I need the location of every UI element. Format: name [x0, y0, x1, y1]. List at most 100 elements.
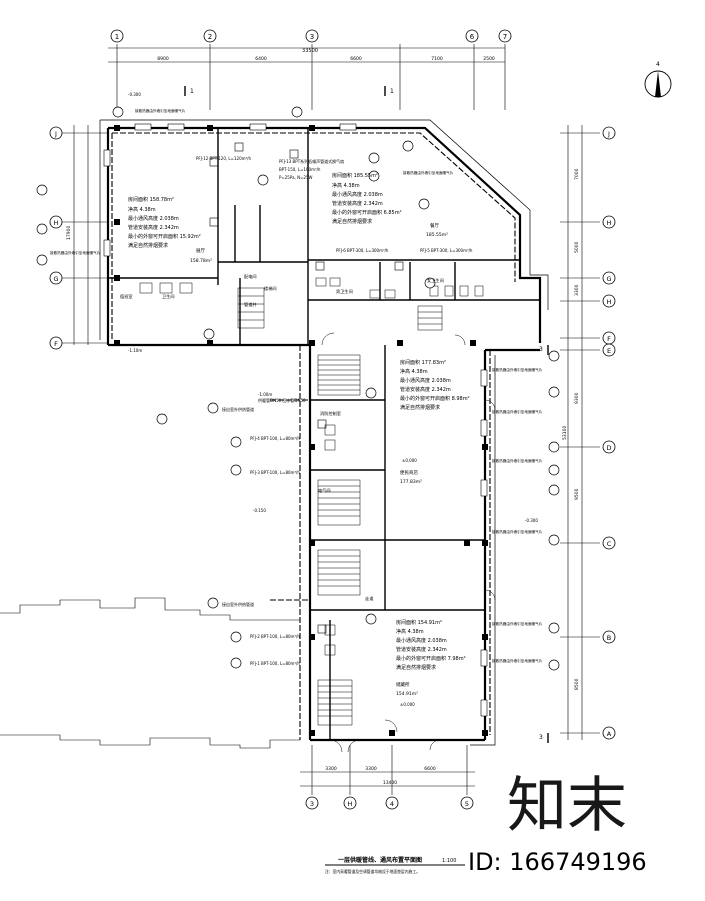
- small-room-7: 值班室: [120, 293, 133, 300]
- small-room-9: 管道井: [244, 301, 257, 308]
- small-room-labels: 男卫生间 女卫生间 配电间 楼梯间 电气间 消防控制室 值班室 走道 管道井 卫…: [120, 273, 444, 602]
- north-marker: 4: [656, 61, 660, 68]
- structural-columns: [114, 125, 488, 736]
- equip-16: -1.10m: [128, 348, 142, 353]
- pipe-note-1: 接散热器由外墙引至地面暖气片: [135, 108, 186, 113]
- room-r4-line-5: 最小的外窗可开启面积 7.98m²: [396, 655, 466, 662]
- axis-top-2: 2: [208, 33, 212, 41]
- room-r2-line-6: 满足自然排烟要求: [332, 218, 372, 225]
- axis-right-B: B: [607, 634, 611, 642]
- room-r2-area: 185.55m²: [426, 232, 448, 238]
- axis-right-F: F: [607, 335, 611, 343]
- section-marker-left: 1: [190, 88, 194, 95]
- equip-11: 供暖管DN50 回水管DN50: [258, 397, 306, 403]
- watermark-brand: 知末: [507, 771, 627, 841]
- equip-18: 接自室外供热管道: [222, 601, 254, 607]
- axis-bottom-3: 3: [310, 800, 314, 808]
- right-span-6: 8500: [574, 678, 580, 690]
- right-dimension-chain: [560, 125, 600, 740]
- exhaust-fan-icons: [209, 142, 404, 634]
- room-r2-line-4: 管道安装高度 2.342m: [332, 200, 383, 207]
- equip-7: PFJ-4 BPT-100, L=80m³/h: [250, 436, 300, 441]
- building-offset-outline: [99, 119, 549, 746]
- axis-right-C: C: [607, 540, 612, 548]
- left-axis-bubbles: [49, 126, 63, 350]
- axis-top-1: 1: [115, 33, 119, 41]
- pipe-note-4: 接散热器由外墙引至地面暖气片: [492, 409, 543, 414]
- section-marker-east-2: 3: [539, 734, 543, 741]
- room-r3-line-6: 满足自然排烟要求: [400, 404, 440, 411]
- adjacent-building-outline: [0, 597, 300, 749]
- equip-3: P=25Pa, N=25W: [279, 175, 313, 180]
- axis-right-H2: H: [607, 298, 612, 306]
- bottom-dimension-chain: [300, 745, 475, 795]
- heating-pipe-lines: [111, 132, 516, 740]
- top-span-3: 6600: [350, 56, 362, 62]
- small-room-3: 配电间: [244, 273, 257, 280]
- room-r2-line-1: 房间面积 185.55m²: [332, 172, 378, 179]
- right-span-4: 9300: [574, 392, 580, 404]
- room-r2-line-2: 净高 4.38m: [332, 182, 360, 189]
- door-swing-icons: [321, 332, 496, 753]
- room-r1-line-2: 净高 4.38m: [128, 206, 156, 213]
- room-r4-line-2: 净高 4.38m: [396, 628, 424, 635]
- room-r1-line-4: 管道安装高度 2.342m: [128, 224, 179, 231]
- small-room-8: 走道: [365, 595, 374, 602]
- room-r1-line-6: 满足自然排烟要求: [128, 242, 168, 249]
- detail-callout-icons: [36, 106, 560, 671]
- room-r1-label: 房间面积 158.78m² 净高 4.38m 最小通风高度 2.038m 管道安…: [128, 196, 212, 264]
- equip-17: -1.00m: [258, 392, 272, 397]
- section-marker-right-top: 1: [390, 88, 394, 95]
- top-span-2: 6400: [255, 56, 267, 62]
- pipe-note-labels: 接散热器由外墙引至地面暖气片 接散热器由外墙引至地面暖气片 接散热器由外墙引至地…: [50, 108, 543, 663]
- top-span-1: 8900: [157, 56, 169, 62]
- axis-right-E: E: [607, 347, 611, 355]
- axis-bottom-5: 5: [465, 800, 469, 808]
- radiator-icons: [103, 123, 488, 717]
- equip-15: -0.150: [253, 508, 266, 513]
- axis-right-D: D: [606, 444, 611, 452]
- room-r4-line-4: 管道安装高度 2.342m: [396, 646, 447, 653]
- equip-9: PFJ-2 BPT-100, L=80m³/h: [250, 634, 300, 639]
- room-r1-area: 158.78m²: [190, 258, 212, 264]
- room-r4-area: 154.91m²: [396, 691, 418, 697]
- small-room-10: 卫生间: [162, 293, 175, 300]
- watermark-id: ID: 166749196: [468, 848, 647, 876]
- stair-icon: [237, 287, 443, 726]
- plan-note: 注：室内采暖管道及空调管道均暗设于地面垫层内施工。: [325, 869, 420, 874]
- right-axis-bubbles: [602, 126, 616, 740]
- equip-5: PFJ-6 BPT-300, L=300m³/h: [336, 248, 389, 253]
- total-dimension-top: 33500: [302, 48, 318, 54]
- axis-right-G: G: [606, 275, 611, 283]
- left-total-dim: 17900: [66, 226, 72, 240]
- small-room-6: 消防控制室: [320, 410, 341, 417]
- bottom-span-1: 3300: [325, 766, 337, 772]
- room-r3-name: 便民商店: [400, 469, 418, 476]
- right-span-2: 5000: [574, 241, 580, 253]
- equip-6: PFJ-5 BPT-300, L=300m³/h: [420, 248, 473, 253]
- title-block: 一层供暖管线、通风布置平面图 1:100 注：室内采暖管道及空调管道均暗设于地面…: [325, 856, 465, 874]
- plan-title: 一层供暖管线、通风布置平面图: [338, 856, 422, 864]
- pipe-note-6: 接散热器由外墙引至地面暖气片: [492, 529, 543, 534]
- room-r1-name: 展厅: [196, 248, 205, 254]
- room-r3-line-1: 房间面积 177.83m²: [400, 359, 446, 366]
- equip-2: BPT-150, L=100m³/h: [279, 167, 321, 172]
- right-span-3: 3300: [574, 284, 580, 296]
- axis-left-G: G: [53, 275, 58, 283]
- pipe-note-2: 接散热器由外墙引至地面暖气片: [403, 170, 454, 175]
- equipment-annotations: PFJ-13 BPT系列低噪声管道式换气扇 BPT-150, L=100m³/h…: [128, 92, 538, 707]
- equip-19: ±0.000: [400, 702, 415, 707]
- watermark: 知末 ID: 166749196: [468, 771, 647, 876]
- total-dimension-bottom: 13400: [383, 780, 397, 786]
- pipe-note-8: 接散热器由外墙引至地面暖气片: [492, 658, 543, 663]
- sanitary-fixture-icons: [139, 277, 484, 656]
- room-r3-area: 177.83m²: [400, 479, 422, 485]
- right-span-1: 7000: [574, 168, 580, 180]
- axis-top-7: 7: [503, 33, 507, 41]
- right-span-5: 9500: [574, 488, 580, 500]
- small-room-5: 电气间: [318, 487, 331, 494]
- axis-top-3: 3: [310, 33, 314, 41]
- room-r3-line-4: 管道安装高度 2.342m: [400, 386, 451, 393]
- top-span-5: 2500: [483, 56, 495, 62]
